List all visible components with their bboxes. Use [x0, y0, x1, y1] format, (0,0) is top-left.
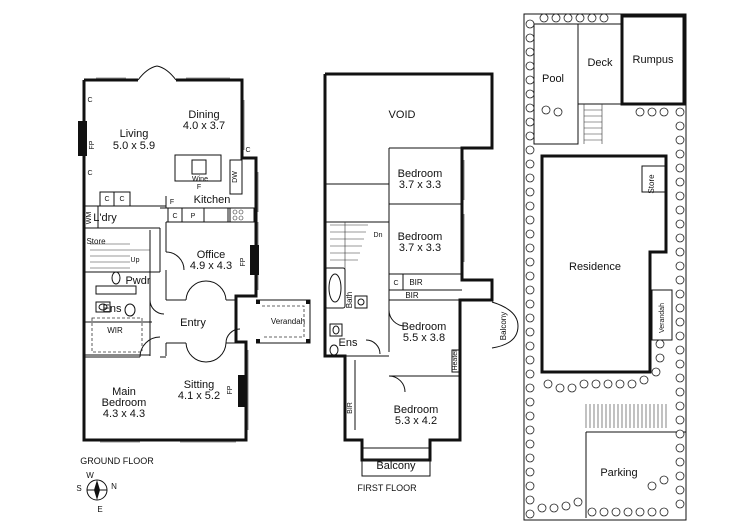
rumpus-label: Rumpus — [633, 54, 674, 66]
dining-dims: 4.0 x 3.7 — [183, 120, 225, 132]
living-label: Living — [120, 128, 149, 140]
cupboard-mark-3: C — [104, 196, 109, 203]
void-label: VOID — [389, 109, 416, 121]
stairs-up-mark: Up — [131, 257, 140, 264]
powder-label: Pwdr — [125, 275, 150, 287]
ground-floor-title: GROUND FLOOR — [80, 456, 154, 466]
bir-1-label: BIR — [409, 278, 423, 287]
laundry-label: L'dry — [93, 212, 117, 224]
residence-label: Residence — [569, 261, 621, 273]
first-floor-plan — [323, 72, 519, 477]
ground-ensuite-label: Ens — [103, 303, 122, 315]
compass-east: E — [97, 505, 102, 514]
verandah-label: Verandah — [271, 317, 305, 326]
cupboard-mark-2: C — [87, 170, 92, 177]
cupboard-mark-1: C — [87, 97, 92, 104]
main-bedroom-label-1: Main — [112, 386, 136, 398]
tree-row-mid — [541, 105, 669, 393]
cupboard-mark-5: C — [172, 213, 177, 220]
kitchen-label: Kitchen — [194, 194, 231, 206]
office-fireplace-mark: FP — [240, 257, 247, 266]
fridge-mark-2: F — [170, 199, 174, 206]
main-bedroom-label-2: Bedroom — [102, 397, 147, 409]
parking-label: Parking — [600, 467, 637, 479]
ground-floor-plan — [78, 65, 311, 443]
tree-row-bottom — [537, 475, 669, 517]
wine-mark: Wine — [192, 176, 208, 183]
living-dims: 5.0 x 5.9 — [113, 140, 155, 152]
tree-row-top — [539, 13, 609, 23]
side-balcony-label: Balcony — [499, 312, 508, 340]
first-floor-cupboard-mark: C — [393, 280, 398, 287]
sitting-dims: 4.1 x 5.2 — [178, 390, 220, 402]
bedroom-1-dims: 3.7 x 3.3 — [399, 179, 441, 191]
tree-row-left — [525, 19, 535, 519]
pantry-mark: P — [191, 213, 196, 220]
compass-west: W — [86, 471, 94, 480]
tree-row-right — [675, 107, 685, 509]
site-verandah-label: Verandah — [659, 303, 666, 333]
office-dims: 4.9 x 4.3 — [190, 260, 232, 272]
dining-label: Dining — [188, 109, 219, 121]
dishwasher-mark: DW — [232, 171, 239, 183]
ground-floor-labels: Dining 4.0 x 3.7 Living 5.0 x 5.9 Kitche… — [80, 97, 305, 466]
bedroom-1-label: Bedroom — [398, 168, 443, 180]
cupboard-mark-6: C — [245, 147, 250, 154]
front-balcony-label: Balcony — [376, 460, 416, 472]
stairs-down-mark: Dn — [374, 232, 383, 239]
bedroom-2-dims: 3.7 x 3.3 — [399, 242, 441, 254]
bedroom-4-dims: 5.3 x 4.2 — [395, 415, 437, 427]
site-plan-labels: Pool Deck Rumpus Store Residence Veranda… — [542, 54, 674, 479]
site-plan — [523, 13, 687, 521]
washing-machine-mark: WM — [86, 212, 93, 225]
first-floor-labels: VOID Bedroom 3.7 x 3.3 Bedroom 3.7 x 3.3… — [339, 109, 508, 493]
wir-label: WIR — [107, 326, 123, 335]
bir-3-label: BIR — [347, 402, 354, 414]
entry-label: Entry — [180, 317, 206, 329]
compass: N S E W — [76, 471, 117, 514]
deck-label: Deck — [587, 57, 613, 69]
bir-2-label: BIR — [405, 291, 419, 300]
pool-label: Pool — [542, 73, 564, 85]
living-fireplace-mark: FP — [89, 140, 96, 149]
sitting-fireplace-mark: FP — [227, 385, 234, 394]
store-label: Store — [86, 237, 106, 246]
office-label: Office — [197, 249, 226, 261]
heater-mark: Heater — [452, 349, 459, 371]
cupboard-mark-4: C — [119, 196, 124, 203]
main-bedroom-dims: 4.3 x 4.3 — [103, 408, 145, 420]
fridge-mark-1: F — [197, 184, 201, 191]
compass-south: S — [76, 484, 81, 493]
bath-label: Bath — [345, 292, 354, 308]
compass-north: N — [111, 482, 117, 491]
site-store-label: Store — [647, 174, 656, 194]
first-floor-title: FIRST FLOOR — [357, 483, 417, 493]
bedroom-3-label: Bedroom — [402, 321, 447, 333]
bedroom-2-label: Bedroom — [398, 231, 443, 243]
sitting-label: Sitting — [184, 379, 215, 391]
bedroom-3-dims: 5.5 x 3.8 — [403, 332, 445, 344]
first-floor-ensuite-label: Ens — [339, 337, 358, 349]
bedroom-4-label: Bedroom — [394, 404, 439, 416]
